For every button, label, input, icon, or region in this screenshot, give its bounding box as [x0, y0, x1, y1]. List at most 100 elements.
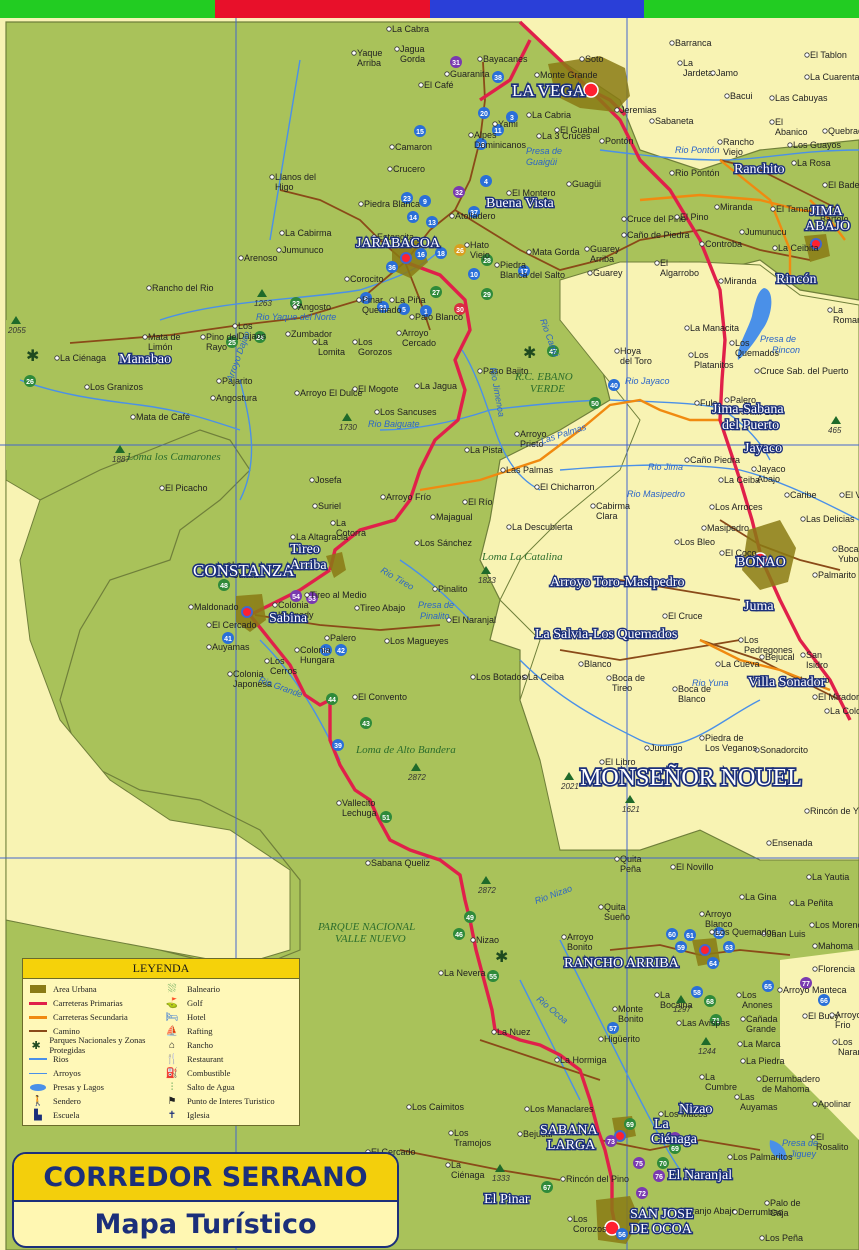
town-label[interactable]: El Cercado	[371, 1147, 416, 1157]
town-label[interactable]: El Mogote	[358, 384, 399, 394]
town-label[interactable]: Jeremias	[620, 105, 657, 115]
la-salvia-label[interactable]: La Salvia-Los Quemados	[534, 626, 679, 644]
town-label[interactable]: Suriel	[318, 501, 341, 511]
poi-badge[interactable]: 18	[435, 247, 447, 259]
town-label[interactable]: Juan Luis	[767, 929, 806, 939]
town-label[interactable]: Palero	[730, 395, 756, 405]
town-label[interactable]: Cruce Sab. del Puerto	[760, 366, 849, 376]
town-label[interactable]: Las Delicias	[806, 514, 855, 524]
poi-badge[interactable]: 75	[633, 1157, 645, 1169]
town-label[interactable]: Blanco	[584, 659, 612, 669]
town-label[interactable]: El Guabal	[560, 125, 600, 135]
poi-badge[interactable]: 49	[464, 911, 476, 923]
town-label[interactable]: Angostura	[216, 393, 257, 403]
poi-badge[interactable]: 31	[450, 56, 462, 68]
town-label[interactable]: Tireo Abajo	[360, 603, 405, 613]
rincon-label[interactable]: Rincón	[775, 271, 818, 289]
town-label[interactable]: Corocito	[350, 274, 384, 284]
town-label[interactable]: Rincón del Pino	[566, 1174, 629, 1184]
poi-badge[interactable]: 44	[326, 693, 338, 705]
poi-badge[interactable]: 68	[704, 995, 716, 1007]
town-label[interactable]: La Ciénaga	[60, 353, 106, 363]
town-label[interactable]: Arroyo Frío	[386, 492, 431, 502]
poi-badge[interactable]: 26	[454, 244, 466, 256]
town-label[interactable]: La Manacita	[690, 323, 739, 333]
poi-badge[interactable]: 1	[420, 305, 432, 317]
town-label[interactable]: Los Granizos	[90, 382, 144, 392]
town-label[interactable]: Los Macos	[664, 1109, 708, 1119]
town-label[interactable]: La Jagua	[420, 381, 457, 391]
town-label[interactable]: El Convento	[358, 692, 407, 702]
poi-badge[interactable]: 47	[547, 345, 559, 357]
town-label[interactable]: Los Bleo	[680, 537, 715, 547]
town-label[interactable]: El Río	[468, 497, 493, 507]
town-label[interactable]: Jumunucu	[745, 227, 787, 237]
town-label[interactable]: Los Palmaritos	[733, 1152, 793, 1162]
poi-badge[interactable]: 19	[475, 138, 487, 150]
town-label[interactable]: Bacui	[730, 91, 753, 101]
town-label[interactable]: Jamo	[716, 68, 738, 78]
town-label[interactable]: Los Caimitos	[412, 1102, 465, 1112]
town-label[interactable]: LaRomana	[833, 305, 859, 325]
town-label[interactable]: El Mirador	[818, 692, 859, 702]
rio-yaque-label[interactable]: Rio Yaque del Norte	[256, 312, 336, 322]
poi-badge[interactable]: 74	[669, 1132, 681, 1144]
town-label[interactable]: Zumbador	[291, 329, 332, 339]
alto-bandera-label[interactable]: Loma de Alto Bandera	[355, 744, 456, 756]
town-label[interactable]: Guarey	[593, 268, 623, 278]
poi-badge[interactable]: 38	[492, 71, 504, 83]
town-label[interactable]: Naranjo Abajo	[680, 1206, 737, 1216]
poi-badge[interactable]: 61	[684, 929, 696, 941]
town-label[interactable]: El Novillo	[676, 862, 714, 872]
poi-badge[interactable]: 43	[360, 717, 372, 729]
town-label[interactable]: Los Arroces	[715, 502, 763, 512]
town-label[interactable]: Las Cabuyas	[775, 93, 828, 103]
town-label[interactable]: Apolinar	[818, 1099, 851, 1109]
town-label[interactable]: Boca deYuboa	[838, 544, 859, 564]
town-label[interactable]: Rancho del Rio	[152, 283, 214, 293]
town-label[interactable]: Sonadorcito	[760, 745, 808, 755]
town-label[interactable]: Angosto	[298, 302, 331, 312]
town-label[interactable]: Barranca	[675, 38, 712, 48]
town-label[interactable]: El Tamarindo	[776, 204, 828, 214]
town-label[interactable]: Miranda	[724, 276, 757, 286]
town-label[interactable]: Yami	[498, 119, 518, 129]
poi-badge[interactable]: 46	[453, 928, 465, 940]
constanza-label[interactable]: CONSTANZA	[191, 559, 297, 581]
town-label[interactable]: La Yautia	[812, 872, 849, 882]
poi-badge[interactable]: 73	[605, 1135, 617, 1147]
rio-yuna-label[interactable]: Rio Yuna	[692, 678, 729, 688]
town-label[interactable]: Pontón	[605, 136, 634, 146]
poi-badge[interactable]: 16	[415, 248, 427, 260]
town-label[interactable]: La Gina	[745, 892, 777, 902]
la-vega-label[interactable]: LA VEGA	[510, 79, 587, 101]
bonao-marker[interactable]	[752, 552, 768, 568]
town-label[interactable]: Camaron	[395, 142, 432, 152]
poi-badge[interactable]: 65	[762, 980, 774, 992]
town-label[interactable]: Caño Piedra	[690, 455, 740, 465]
town-label[interactable]: Florencia	[818, 964, 855, 974]
poi-badge[interactable]: 56	[616, 1228, 628, 1240]
poi-badge[interactable]: 8	[360, 292, 372, 304]
town-label[interactable]: Maldonado	[194, 602, 239, 612]
